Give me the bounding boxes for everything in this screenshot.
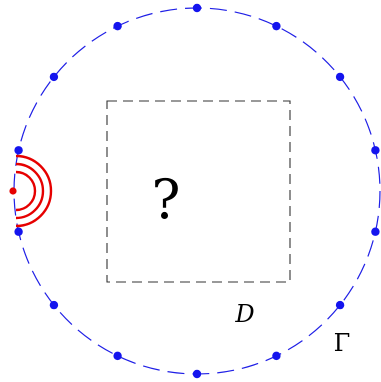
sensor-point bbox=[49, 72, 59, 82]
sensor-point bbox=[14, 146, 23, 155]
sensor-point bbox=[371, 227, 380, 236]
sensor-point bbox=[335, 300, 345, 310]
region-label-d: D bbox=[234, 300, 254, 328]
source-wave-1 bbox=[15, 170, 37, 212]
sensor-point bbox=[113, 21, 122, 31]
sensor-point bbox=[14, 227, 23, 236]
source-wave-3 bbox=[15, 154, 53, 228]
sensor-point bbox=[335, 72, 345, 82]
sensor-point bbox=[192, 369, 202, 379]
sensor-point bbox=[272, 351, 281, 361]
sensor-point bbox=[49, 300, 59, 310]
sensor-point bbox=[371, 146, 380, 155]
unknown-marker: ? bbox=[152, 168, 181, 231]
sensor-point bbox=[113, 351, 122, 361]
sensor-point bbox=[192, 3, 202, 13]
sensor-point bbox=[272, 21, 281, 31]
measurement-curve-gamma bbox=[13, 7, 381, 375]
curve-label-gamma: Γ bbox=[334, 329, 351, 357]
unknown-region-d bbox=[106, 100, 291, 283]
sensor-points bbox=[14, 3, 380, 379]
source-point bbox=[9, 187, 17, 195]
source-wave-2 bbox=[15, 162, 45, 220]
radiating-source-icon bbox=[9, 154, 53, 228]
